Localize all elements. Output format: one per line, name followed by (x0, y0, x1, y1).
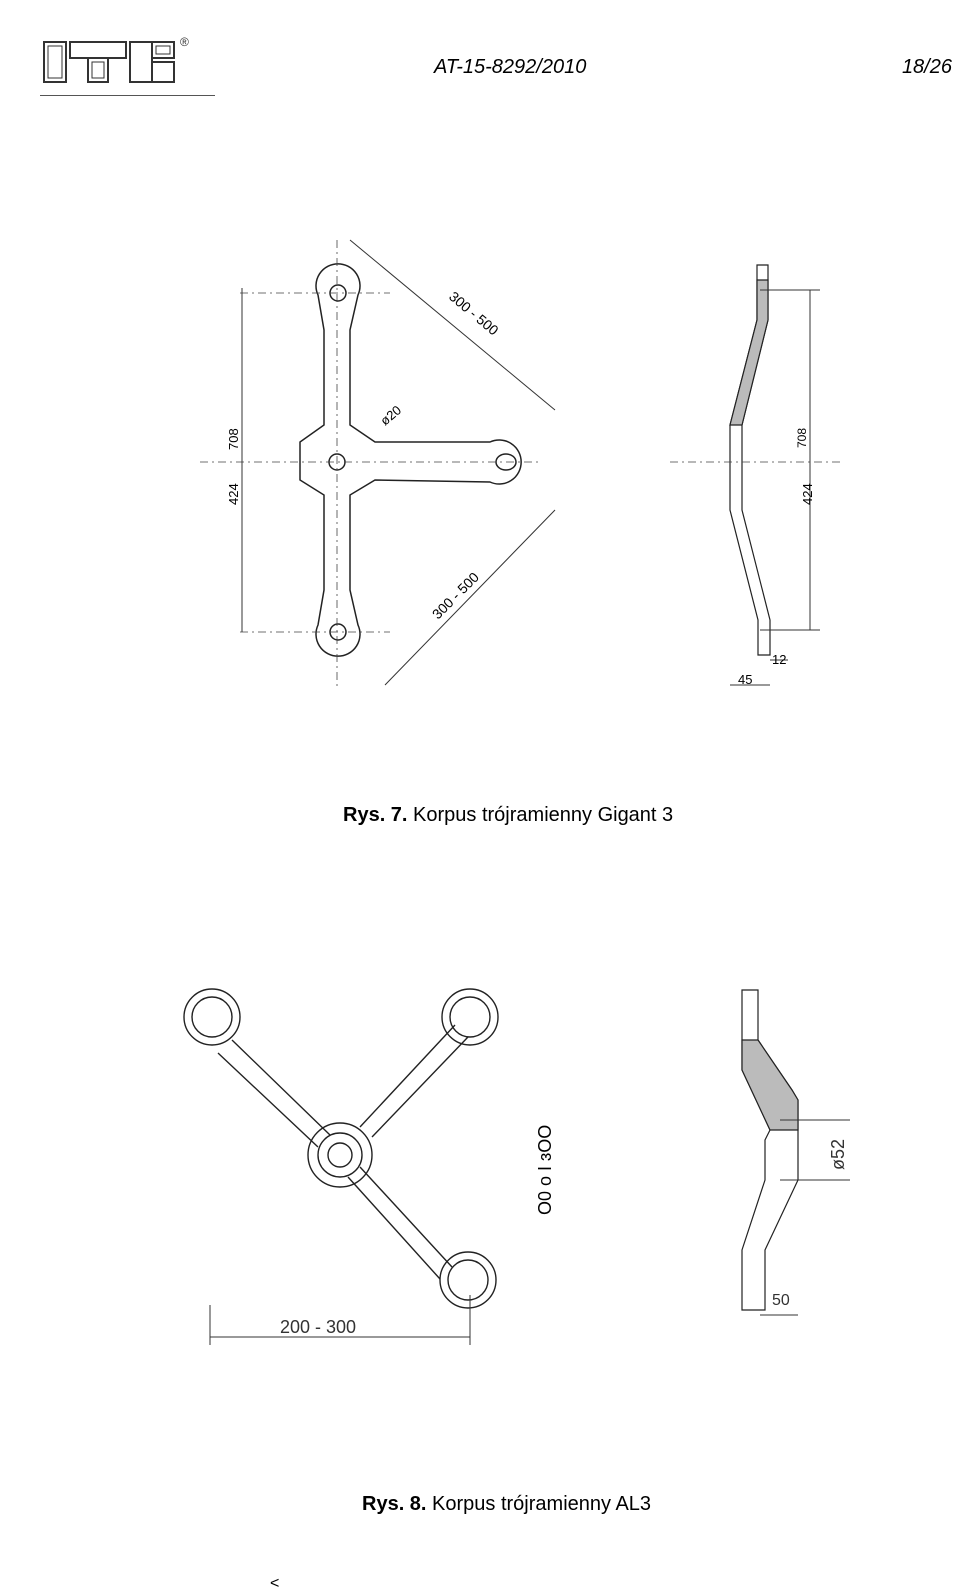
figure8-caption-label: Rys. 8. (362, 1493, 427, 1515)
gigant3-side-dim-depth: 45 (738, 672, 752, 687)
header-rule (40, 95, 215, 96)
gigant3-side-drawing: 708 424 12 45 (670, 264, 840, 687)
document-number: AT-15-8292/2010 (434, 56, 587, 78)
al3-side-drawing: ø52 50 (741, 989, 850, 1316)
al3-plan-drawing: 200 - 300 O0 o I ɜOO (183, 988, 555, 1345)
gigant3-side-dim-half: 424 (800, 483, 815, 505)
figure8-caption-text: Korpus trójramienny AL3 (426, 1493, 652, 1515)
gigant3-plan-drawing: 300 - 500 300 - 500 ø20 708 424 (200, 239, 556, 690)
registered-mark: ® (180, 35, 189, 49)
gigant3-dim-height-half: 424 (226, 483, 241, 505)
al3-side-dim-depth: 50 (772, 1292, 790, 1309)
figure7-caption-label: Rys. 7. (343, 804, 408, 826)
al3-dim-range: 200 - 300 (280, 1317, 356, 1337)
figure8-caption: Rys. 8. Korpus trójramienny AL3 (362, 1493, 651, 1516)
stray-mark: < (270, 1575, 280, 1592)
al3-side-dim-diameter: ø52 (828, 1139, 848, 1170)
gigant3-side-dim-full: 708 (795, 428, 809, 448)
gigant3-dim-upper: 300 - 500 (446, 288, 502, 338)
gigant3-dim-lower: 300 - 500 (429, 569, 482, 622)
figure7-caption-text: Korpus trójramienny Gigant 3 (407, 804, 674, 826)
figure7-caption: Rys. 7. Korpus trójramienny Gigant 3 (343, 804, 673, 827)
page-number: 18/26 (901, 56, 952, 78)
gigant3-side-dim-thickness: 12 (772, 652, 786, 667)
itb-logo-icon: ® (43, 35, 189, 83)
gigant3-dim-hole: ø20 (377, 402, 404, 428)
al3-vertical-text: O0 o I ɜOO (535, 1125, 555, 1215)
gigant3-dim-height-full: 708 (226, 428, 241, 450)
